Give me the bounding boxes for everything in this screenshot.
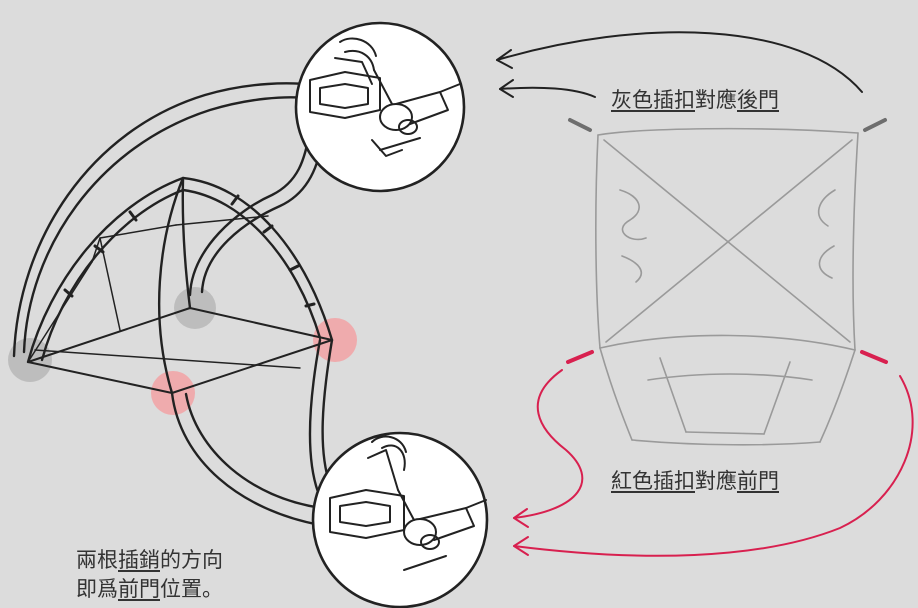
red-buckle-label-part2: 對應 [695, 469, 737, 493]
note-line-1-part1: 兩根 [76, 548, 118, 572]
red-buckle-label-part1: 紅色插扣 [611, 469, 695, 493]
note-line-2-part3: 位置。 [160, 577, 223, 601]
red-arrows [513, 369, 914, 557]
red-buckle-label: 紅色插扣對應前門 [611, 471, 779, 492]
tent-structure-lines [27, 215, 301, 369]
red-buckle-label-part3: 前門 [737, 469, 779, 493]
gray-arrows [496, 31, 863, 98]
note-line-1: 兩根插銷的方向 [76, 546, 223, 575]
gray-buckle-label: 灰色插扣對應後門 [611, 90, 779, 111]
note-line-2: 即爲前門位置。 [76, 575, 223, 604]
tent-illustration [8, 21, 489, 608]
connector-tubes [12, 82, 334, 527]
pin-direction-note: 兩根插銷的方向 即爲前門位置。 [76, 546, 223, 604]
front-buckle-callout [311, 431, 489, 608]
gray-buckle-label-part3: 後門 [737, 88, 779, 112]
gray-buckle-ticks [568, 118, 887, 132]
gray-buckle-label-part1: 灰色插扣 [611, 88, 695, 112]
gray-corner-marker-back [174, 287, 216, 329]
red-buckle-ticks [566, 350, 888, 364]
flat-tent-sketch [496, 31, 914, 557]
gray-buckle-label-part2: 對應 [695, 88, 737, 112]
note-line-1-part2: 插銷 [118, 548, 160, 572]
back-buckle-callout [294, 21, 466, 193]
red-corner-marker-right [313, 318, 357, 362]
note-line-1-part3: 的方向 [160, 548, 223, 572]
note-line-2-part2: 前門 [118, 577, 160, 601]
note-line-2-part1: 即爲 [76, 577, 118, 601]
